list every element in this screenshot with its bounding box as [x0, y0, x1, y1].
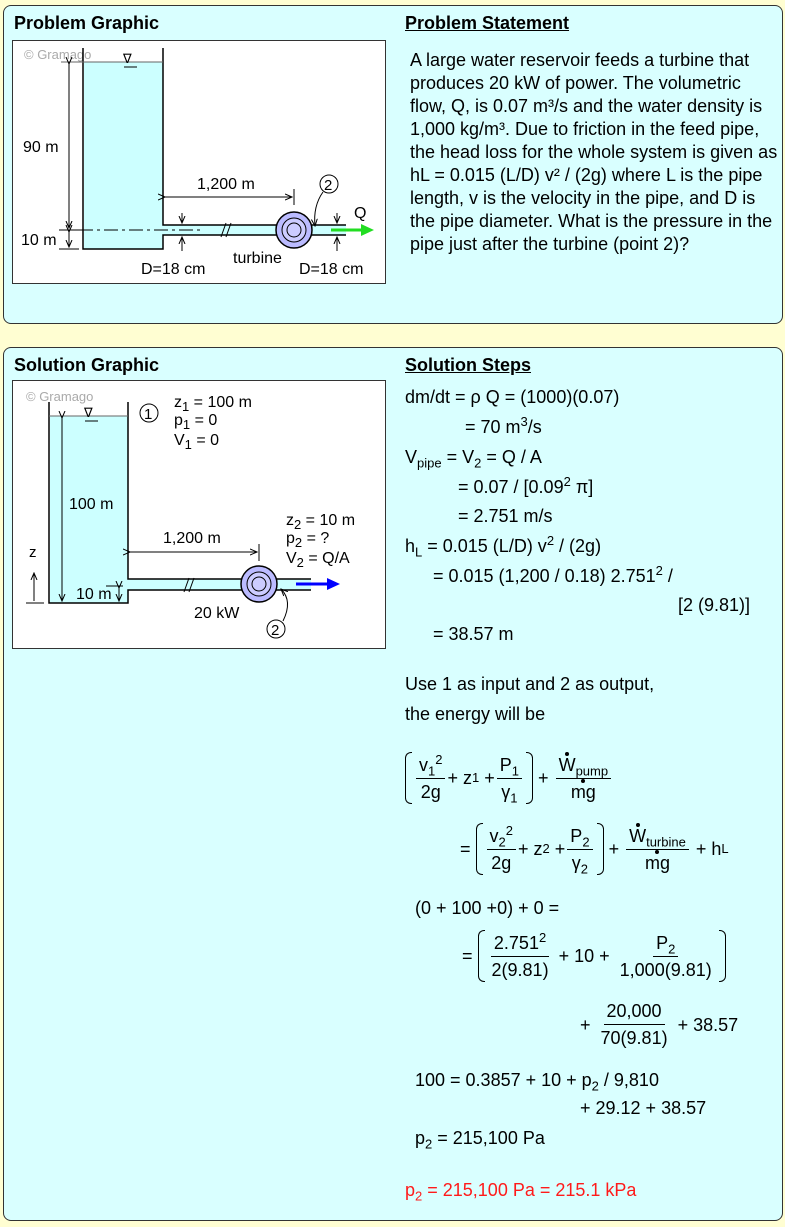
problem-diagram: © Gramago ∇ 90 m 10 m 1,200 m D=18 cm tu…	[21, 47, 374, 278]
step-head-loss: hL = 0.015 (L/D) v2 / (2g)	[405, 533, 602, 560]
turbine-icon	[240, 565, 278, 603]
svg-text:p1 = 0: p1 = 0	[174, 412, 217, 432]
step-head-loss-result: = 38.57 m	[433, 624, 514, 644]
step-velocity-calc: = 0.07 / [0.092 π]	[458, 474, 594, 497]
step-mass-flow-result: = 70 m3/s	[465, 414, 542, 437]
point-2-marker	[266, 619, 286, 639]
step-head-loss-denominator: [2 (9.81)]	[678, 595, 751, 615]
label-1200m: 1,200 m	[197, 176, 255, 193]
problem-graphic-title: Problem Graphic	[14, 13, 160, 33]
svg-text:1: 1	[144, 406, 152, 423]
point-1-marker	[139, 403, 159, 423]
svg-text:2: 2	[271, 622, 279, 639]
svg-text:V1 = 0: V1 = 0	[174, 432, 219, 452]
label-10m: 10 m	[21, 232, 57, 249]
final-answer: p2 = 215,100 Pa = 215.1 kPa	[405, 1180, 637, 1204]
water	[84, 62, 346, 249]
solution-graphic: © Gramago ∇ 100 m 10 m z 1,200 m 20 kW 2…	[12, 380, 386, 649]
problem-graphic: © Gramago ∇ 90 m 10 m 1,200 m D=18 cm tu…	[12, 40, 386, 284]
pressure-result: p2 = 215,100 Pa	[415, 1128, 545, 1152]
svg-text:p2 = ?: p2 = ?	[286, 530, 329, 550]
surface-symbol: ∇	[83, 405, 93, 420]
svg-text:z2 = 10 m: z2 = 10 m	[286, 512, 355, 532]
z-axis-label: z	[29, 544, 37, 561]
svg-text:z1 = 100 m: z1 = 100 m	[174, 394, 252, 414]
label-power: 20 kW	[194, 605, 240, 622]
solution-graphic-title: Solution Graphic	[14, 355, 160, 375]
label-turbine: turbine	[233, 250, 282, 267]
label-1200m: 1,200 m	[163, 530, 221, 547]
label-diameter-out: D=18 cm	[299, 261, 363, 278]
problem-statement-title: Problem Statement	[405, 13, 570, 33]
simplified-equation: 100 = 0.3857 + 10 + p2 / 9,810	[415, 1070, 659, 1094]
solution-diagram: © Gramago ∇ 100 m 10 m z 1,200 m 20 kW 2…	[26, 389, 355, 639]
svg-text:V2 = Q/A: V2 = Q/A	[286, 550, 350, 570]
point-1-conditions: z1 = 100 m p1 = 0 V1 = 0	[174, 394, 252, 452]
step-mass-flow: dm/dt = ρ Q = (1000)(0.07)	[405, 387, 620, 407]
step-velocity: Vpipe = V2 = Q / A	[405, 447, 542, 471]
point-2-marker	[319, 174, 339, 194]
label-10m: 10 m	[76, 586, 112, 603]
energy-intro-line1: Use 1 as input and 2 as output,	[405, 674, 655, 694]
step-velocity-result: = 2.751 m/s	[458, 506, 553, 526]
problem-statement-text: A large water reservoir feeds a turbine …	[410, 50, 778, 254]
solution-steps-title: Solution Steps	[405, 355, 531, 375]
label-90m: 90 m	[23, 139, 59, 156]
point-2-conditions: z2 = 10 m p2 = ? V2 = Q/A	[286, 512, 355, 570]
step-head-loss-calc: = 0.015 (1,200 / 0.18) 2.7512 /	[433, 563, 673, 586]
label-flow-q: Q	[354, 205, 366, 222]
water	[50, 416, 311, 603]
turbine-icon	[275, 211, 313, 249]
svg-text:2: 2	[324, 177, 332, 194]
label-diameter-in: D=18 cm	[141, 261, 205, 278]
simplified-equation-cont: + 29.12 + 38.57	[580, 1098, 707, 1118]
watermark: © Gramago	[24, 47, 91, 62]
surface-symbol: ∇	[122, 51, 132, 66]
label-100m: 100 m	[69, 496, 113, 513]
energy-intro-line2: the energy will be	[405, 704, 546, 724]
watermark: © Gramago	[26, 389, 93, 404]
substitution-inlet: (0 + 100 +0) + 0 =	[415, 898, 560, 918]
